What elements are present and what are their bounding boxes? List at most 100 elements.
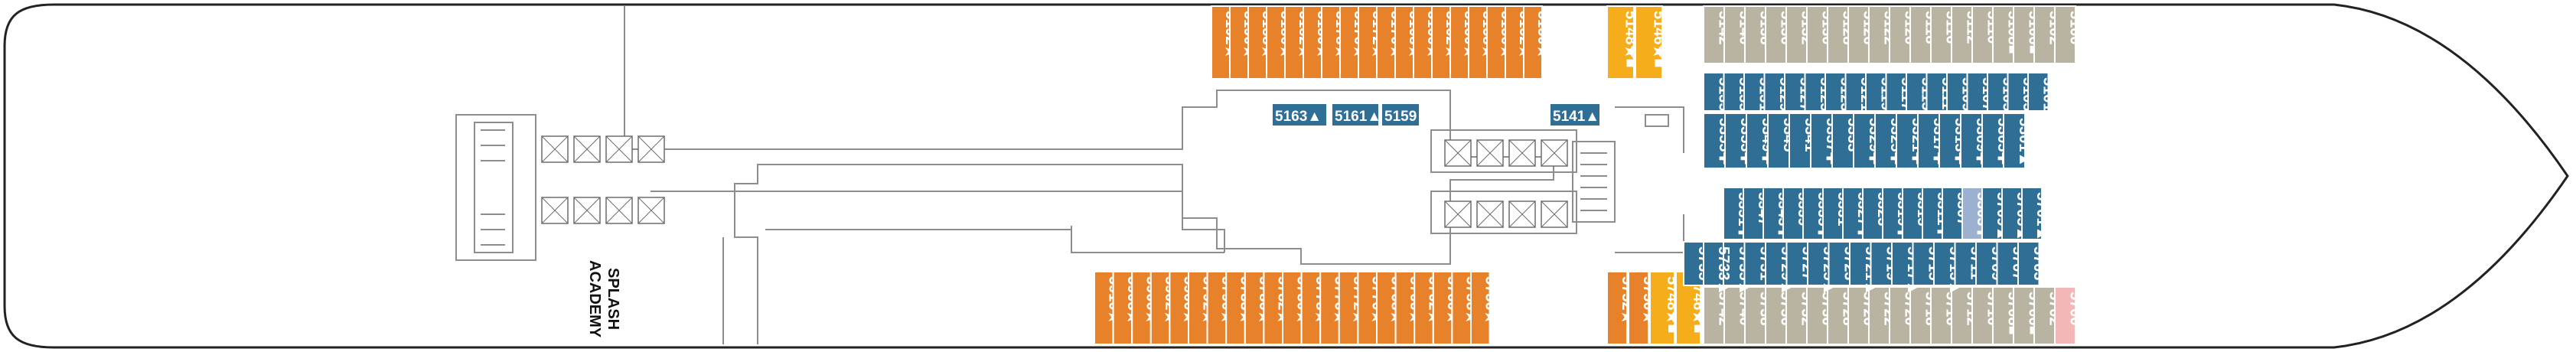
cabin-top-orange-16-box: [1505, 5, 1524, 80]
cabin-yellow-bottom-0-box: [1606, 271, 1628, 345]
cabin-gray-top-17[interactable]: 5100: [2054, 5, 2084, 64]
elevator-0-0: [541, 135, 569, 163]
cabin-blue-r2-15[interactable]: 5701▲: [2021, 187, 2050, 241]
venue-label-line-1: SPLASH: [605, 268, 621, 330]
splash-academy-label: SPLASH ACADEMY: [586, 260, 621, 338]
cabin-blue-r2-8-box: [1882, 187, 1903, 240]
cabin-blue-r0-16[interactable]: 5101▲: [2027, 72, 2056, 126]
cabin-blue-r1-9-box: [1896, 112, 1919, 169]
cabin-gray-bottom-17[interactable]: 5700: [2054, 286, 2084, 345]
cabin-blue-r4-1[interactable]: 5733▲: [1703, 241, 1732, 295]
cabin-blue-r2-12-box: [1961, 187, 1983, 240]
cabin-yellow-top-0[interactable]: 5148★■: [1606, 5, 1639, 80]
cabin-blue-r1-8-box: [1874, 112, 1897, 169]
cabin-bottom-orange-20[interactable]: 5756★: [1470, 271, 1498, 345]
cabin-bottom-orange-16-box: [1394, 271, 1416, 345]
cabin-mid-blue-single[interactable]: 5141▲: [1549, 103, 1601, 127]
cabin-blue-r2-0-box: [1723, 187, 1744, 240]
cabin-top-orange-17-label: 5150★: [1534, 11, 1551, 58]
cabin-blue-r4-0-box: [1683, 241, 1704, 286]
cabin-top-orange-5-box: [1303, 5, 1322, 80]
aft-stairs: [481, 129, 505, 246]
cabin-blue-r2-3-box: [1782, 187, 1804, 240]
elevator-bank-frames: [1430, 129, 1577, 234]
cabin-top-orange-17[interactable]: 5150★: [1523, 5, 1551, 80]
cabin-gray-top-5-box: [1806, 5, 1828, 64]
cabin-blue-r3-8-box: [1891, 241, 1914, 286]
cabin-blue-r2-6-box: [1842, 187, 1864, 240]
cabin-gray-top-17-box: [2054, 5, 2076, 64]
cabin-gray-bottom-8-box: [1868, 286, 1890, 345]
cabin-blue-r1-12-box: [1960, 112, 1983, 169]
elevator-2-1: [1476, 139, 1504, 167]
cabin-bottom-orange-20-label: 5756★: [1482, 276, 1498, 324]
cabin-bottom-orange-18-box: [1432, 271, 1453, 345]
cabin-mid-blue-2-label: 5159: [1384, 109, 1417, 125]
cabin-bottom-orange-14-box: [1357, 271, 1378, 345]
elevator-1-2: [605, 197, 633, 224]
cabin-gray-top-15-box: [2013, 5, 2035, 64]
aft-structure: [455, 114, 536, 261]
cabin-blue-r1-6-box: [1831, 112, 1854, 169]
cabin-blue-r0-2-box: [1743, 72, 1766, 112]
cabin-blue-r0-3-box: [1763, 72, 1785, 112]
elevator-2-3: [1541, 139, 1568, 167]
cabin-mid-blue-1-label: 5161▲: [1335, 109, 1381, 125]
cabin-blue-r0-16-label: 5101▲: [2040, 77, 2056, 126]
cabin-blue-r1-12[interactable]: 5309✚: [1960, 112, 1990, 169]
cabin-blue-r1-11[interactable]: 5313✚: [1939, 112, 1968, 169]
cabin-gray-bottom-17-box: [2054, 286, 2076, 345]
cabin-blue-r1-14[interactable]: 5301▲: [2003, 112, 2033, 169]
cabin-mid-blue-0-box: [1271, 103, 1328, 127]
elevator-3-1: [1476, 200, 1504, 228]
cabin-gray-bottom-11-box: [1930, 286, 1952, 345]
cabin-blue-r3-14-label: 5703: [2030, 246, 2047, 281]
cabin-yellow-bottom-2-box: [1649, 271, 1675, 345]
cabin-top-orange-17-box: [1523, 5, 1543, 80]
cabin-blue-r0-12-box: [1946, 72, 1968, 112]
elevator-1-1: [573, 197, 601, 224]
cabin-bottom-orange-11-box: [1300, 271, 1322, 345]
cabin-gray-bottom-14-box: [1992, 286, 2014, 345]
cabin-blue-r0-1-box: [1723, 72, 1745, 112]
cabin-blue-r1-14-label: 5301▲: [2016, 118, 2033, 167]
cabin-blue-r3-4-box: [1807, 241, 1830, 286]
cabin-blue-r3-11-box: [1954, 241, 1977, 286]
cabin-bottom-orange-6-box: [1206, 271, 1228, 345]
cabin-mid-blue-2-box: [1381, 103, 1420, 127]
elevator-0-3: [637, 135, 665, 163]
cabin-yellow-top-1-label: 5146★■: [1651, 11, 1668, 68]
elevator-0-1: [573, 135, 601, 163]
cabin-yellow-top-1[interactable]: 5146★■: [1635, 5, 1668, 80]
cabin-mid-blue-0[interactable]: 5163▲: [1271, 103, 1328, 127]
cabin-gray-top-12-box: [1951, 5, 1973, 64]
cabin-blue-r2-15-box: [2021, 187, 2043, 240]
cabin-bottom-orange-1-box: [1112, 271, 1133, 345]
cabin-bottom-orange-10[interactable]: 5780★: [1282, 271, 1310, 345]
cabin-blue-r1-14-box: [2003, 112, 2026, 169]
cabin-bottom-orange-17-box: [1414, 271, 1434, 345]
cabin-yellow-bottom-3[interactable]: 5746★■: [1675, 271, 1707, 345]
cabin-mid-blue-1[interactable]: 5161▲: [1331, 103, 1381, 127]
elevator-2-2: [1508, 139, 1536, 167]
cabin-blue-r3-7-box: [1870, 241, 1893, 286]
cabin-gray-bottom-12-box: [1951, 286, 1973, 345]
cabin-blue-r3-6-box: [1849, 241, 1872, 286]
cabin-bottom-orange-9-box: [1263, 271, 1284, 345]
cabin-blue-r2-4-box: [1802, 187, 1824, 240]
cabin-blue-r3-14[interactable]: 5703: [2017, 241, 2047, 286]
cabin-gray-top-9-box: [1889, 5, 1911, 64]
cabin-bottom-orange-7-box: [1225, 271, 1246, 345]
cabin-top-orange-10-box: [1394, 5, 1414, 80]
cabin-gray-bottom-6-box: [1827, 286, 1849, 345]
cabin-blue-r2-15-label: 5701▲: [2033, 192, 2050, 241]
cabin-blue-r1-7[interactable]: 5329✚: [1853, 112, 1883, 169]
cabin-blue-r1-2-box: [1746, 112, 1769, 169]
cabin-blue-r1-3-box: [1767, 112, 1790, 169]
venue-label-line-2: ACADEMY: [586, 260, 603, 338]
cabin-mid-blue-2[interactable]: 5159: [1381, 103, 1420, 127]
cabin-gray-top-1-box: [1723, 5, 1746, 64]
cabin-blue-r0-6[interactable]: 5123: [1824, 72, 1854, 112]
cabin-mid-blue-single-box: [1549, 103, 1601, 127]
cabin-bottom-orange-3-box: [1149, 271, 1171, 345]
